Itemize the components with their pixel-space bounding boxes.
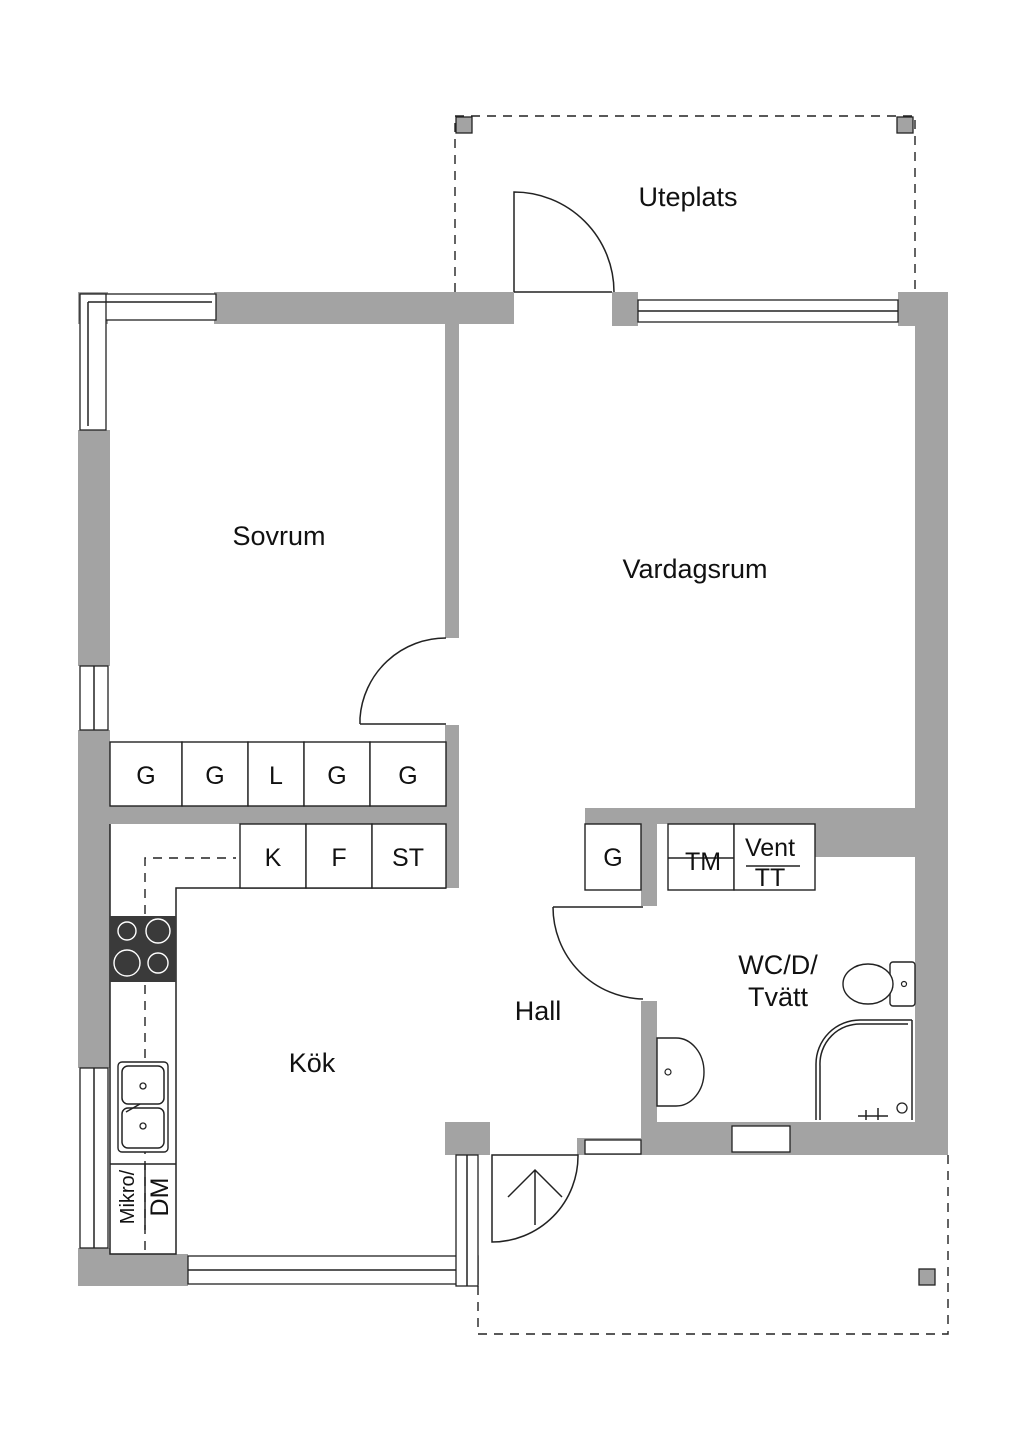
vent-label: Vent [745, 834, 795, 862]
window [584, 1139, 642, 1155]
room-label-sovrum: Sovrum [232, 521, 325, 551]
window [79, 293, 107, 431]
doors [359, 191, 644, 1243]
closet-label: G [603, 844, 622, 872]
windows [79, 293, 899, 1287]
dm-label: DM [146, 1178, 174, 1217]
closet-label: G [205, 762, 224, 790]
mikro-label: Mikro/ [117, 1169, 139, 1224]
hall-units: G TM Vent TT [584, 823, 816, 892]
porch-post [918, 1268, 936, 1286]
washbasin-icon [656, 1037, 705, 1107]
room-label-uteplats: Uteplats [638, 182, 737, 212]
room-label-tvatt: Tvätt [748, 982, 809, 1012]
window [731, 1125, 791, 1153]
kitchen-units: K F ST Mikro/ DM [109, 823, 447, 1255]
room-label-wc: WC/D/ [738, 950, 818, 980]
closet-label: G [136, 762, 155, 790]
toilet-icon [842, 961, 916, 1007]
room-labels: Uteplats Sovrum Vardagsrum Kök Hall WC/D… [232, 182, 818, 1078]
closet-label: K [265, 844, 282, 872]
entrance-arrow-icon [507, 1168, 563, 1225]
closet-label: G [398, 762, 417, 790]
tt-label: TT [755, 864, 786, 892]
room-label-hall: Hall [515, 996, 562, 1026]
patio-outline [454, 115, 916, 292]
closet-label: G [327, 762, 346, 790]
entrance-porch-outline [477, 1155, 949, 1335]
shower-icon [815, 1019, 913, 1120]
walls [78, 292, 948, 1286]
patio-door [513, 191, 615, 293]
room-label-kok: Kök [289, 1048, 336, 1078]
tm-label: TM [685, 848, 721, 876]
entrance-door [491, 1154, 579, 1243]
closet-label: F [331, 844, 346, 872]
patio-post [896, 116, 914, 134]
bathroom-fixtures [656, 961, 916, 1120]
wardrobe-row: G G L G G [109, 741, 447, 807]
sink-icon [117, 1061, 169, 1153]
bedroom-door [359, 637, 447, 724]
room-label-vardagsrum: Vardagsrum [622, 554, 767, 584]
patio-post [455, 116, 473, 134]
closet-label: ST [392, 844, 424, 872]
bathroom-door [552, 906, 644, 1000]
closet-label: L [269, 762, 283, 790]
